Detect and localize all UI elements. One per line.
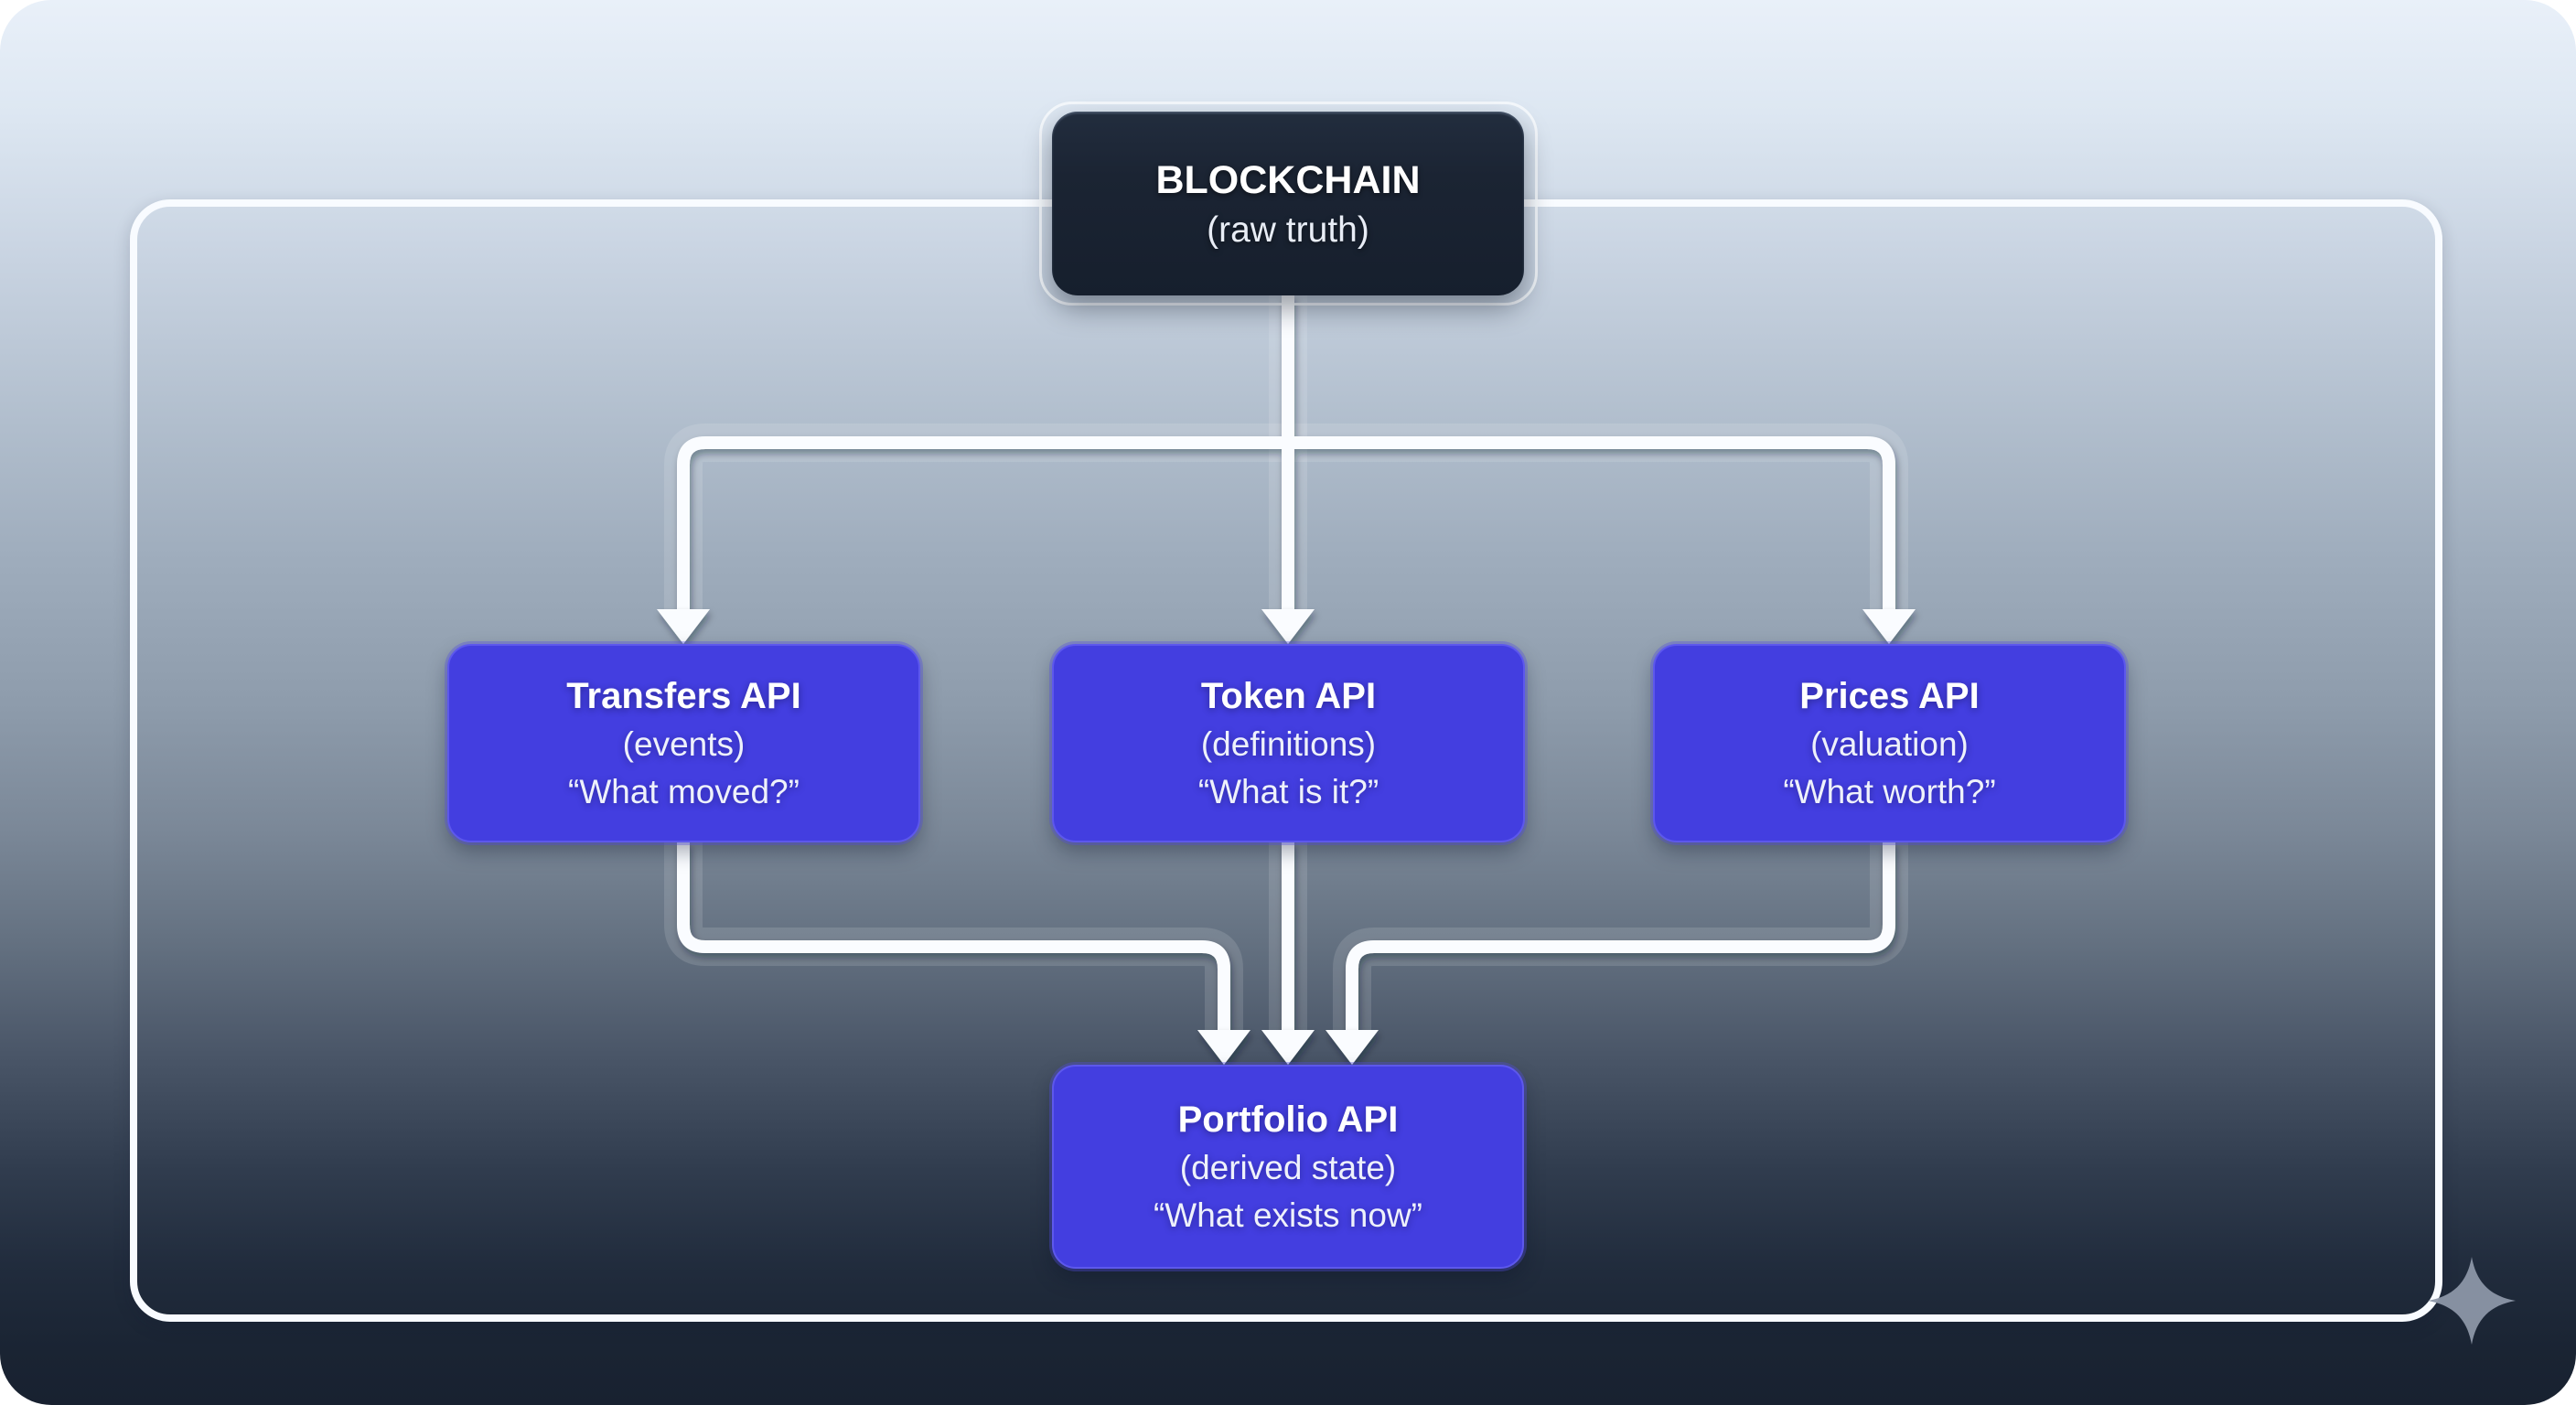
- node-blockchain: BLOCKCHAIN (raw truth): [1052, 112, 1524, 295]
- token-question: “What is it?”: [1197, 772, 1379, 810]
- arrowhead-to-transfers: [657, 609, 710, 644]
- blockchain-node-glow: [1039, 102, 1538, 306]
- node-token-api: Token API (definitions) “What is it?”: [1052, 644, 1525, 842]
- portfolio-title: Portfolio API: [1177, 1099, 1399, 1140]
- edge-transfers-portfolio: [677, 842, 1230, 1032]
- arrowhead-right-to-portfolio: [1326, 1030, 1379, 1065]
- arrowhead-left-to-portfolio: [1197, 1030, 1250, 1065]
- transfers-question: “What moved?”: [568, 772, 800, 810]
- token-title: Token API: [1200, 675, 1377, 716]
- prices-title: Prices API: [1799, 675, 1980, 716]
- arrowhead-mid-to-portfolio: [1261, 1030, 1315, 1065]
- arrowheads: [657, 609, 1916, 1065]
- portfolio-question: “What exists now”: [1153, 1196, 1422, 1234]
- node-portfolio-api: Portfolio API (derived state) “What exis…: [1052, 1065, 1524, 1269]
- connector-lines: [677, 295, 1895, 1032]
- blockchain-title: BLOCKCHAIN: [1155, 157, 1421, 202]
- token-subtitle: (definitions): [1200, 724, 1377, 763]
- edge-prices-portfolio: [1346, 842, 1895, 1032]
- prices-subtitle: (valuation): [1810, 724, 1969, 763]
- portfolio-subtitle: (derived state): [1179, 1148, 1397, 1186]
- edge-branch-bar: [677, 436, 1895, 609]
- transfers-subtitle: (events): [622, 724, 746, 763]
- blockchain-subtitle: (raw truth): [1207, 209, 1369, 250]
- sparkle-icon: [2428, 1257, 2516, 1345]
- node-transfers-api: Transfers API (events) “What moved?”: [447, 644, 920, 842]
- transfers-title: Transfers API: [566, 675, 801, 716]
- node-prices-api: Prices API (valuation) “What worth?”: [1653, 644, 2126, 842]
- prices-question: “What worth?”: [1783, 772, 1996, 810]
- arrowhead-to-token: [1261, 609, 1315, 644]
- arrowhead-to-prices: [1862, 609, 1916, 644]
